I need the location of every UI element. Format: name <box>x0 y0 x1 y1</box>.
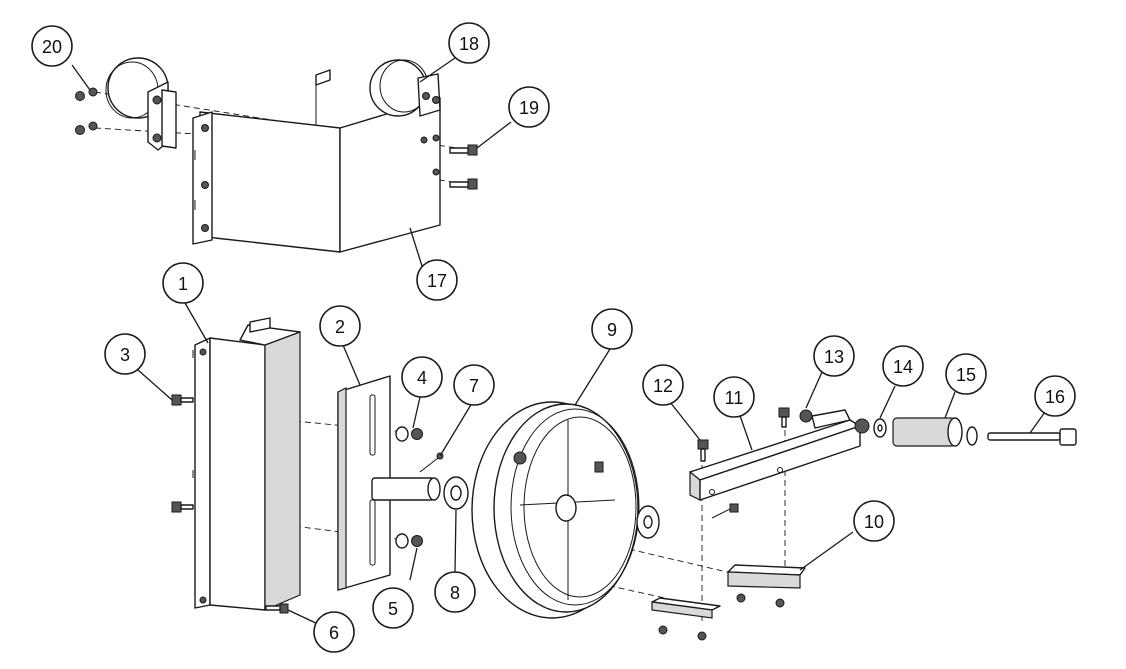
svg-text:16: 16 <box>1045 387 1065 407</box>
svg-text:9: 9 <box>607 320 617 340</box>
svg-text:13: 13 <box>824 347 844 367</box>
svg-text:2: 2 <box>335 317 345 337</box>
washer-8 <box>443 476 469 510</box>
callout-6: 6 <box>313 611 355 653</box>
callout-1: 1 <box>162 262 204 304</box>
svg-text:7: 7 <box>469 376 479 396</box>
svg-text:15: 15 <box>956 365 976 385</box>
svg-text:4: 4 <box>417 368 427 388</box>
pin-7 <box>419 452 444 473</box>
guard-box <box>192 69 441 253</box>
left-pulley-bracket <box>105 57 177 151</box>
callout-11: 11 <box>713 376 755 418</box>
washer-wheel-right <box>636 505 660 539</box>
callout-12: 12 <box>642 364 684 406</box>
right-pulley <box>369 59 441 117</box>
callout-19: 19 <box>508 86 550 128</box>
lower-assembly <box>171 317 1077 641</box>
svg-text:11: 11 <box>725 388 744 408</box>
svg-text:20: 20 <box>42 37 62 57</box>
upper-guard-assembly <box>75 57 478 253</box>
slotted-plate <box>337 375 391 591</box>
svg-text:19: 19 <box>519 98 539 118</box>
washer-nut-4 <box>395 426 423 442</box>
roller-15 <box>892 417 978 447</box>
callout-17: 17 <box>416 259 458 301</box>
svg-text:3: 3 <box>120 345 130 365</box>
bolt-13 <box>778 407 813 428</box>
callout-18: 18 <box>448 22 490 64</box>
callout-20: 20 <box>31 25 73 67</box>
callout-16: 16 <box>1034 375 1076 417</box>
svg-text:10: 10 <box>864 512 884 532</box>
svg-text:17: 17 <box>427 271 447 291</box>
callout-10: 10 <box>853 500 895 542</box>
leader-lines <box>71 57 1046 626</box>
nut-bracket-end <box>854 418 870 434</box>
bolt-16 <box>987 428 1077 446</box>
bolt-6 <box>265 603 289 614</box>
washer-nut-5 <box>395 533 423 549</box>
washer-14 <box>873 418 887 438</box>
callout-5: 5 <box>372 587 414 629</box>
callout-2: 2 <box>319 305 361 347</box>
callout-14: 14 <box>882 345 924 387</box>
callout-8: 8 <box>434 571 476 613</box>
svg-text:1: 1 <box>178 274 188 294</box>
svg-text:5: 5 <box>388 599 398 619</box>
bolt-12 <box>697 439 709 462</box>
callout-15: 15 <box>945 353 987 395</box>
svg-text:6: 6 <box>329 623 339 643</box>
callout-13: 13 <box>813 335 855 377</box>
callout-7: 7 <box>453 364 495 406</box>
callout-3: 3 <box>104 333 146 375</box>
svg-text:14: 14 <box>893 357 913 377</box>
bolt-3 <box>171 394 194 513</box>
nut-set-20 <box>75 87 98 135</box>
screw-below-bracket <box>711 503 739 519</box>
shaft-stub <box>371 477 441 501</box>
bolt-set-19 <box>420 134 478 190</box>
pulley-wheel <box>471 401 640 619</box>
channel-upright <box>192 317 301 611</box>
callout-4: 4 <box>401 356 443 398</box>
mounting-bracket <box>727 564 806 608</box>
small-bracket-left <box>651 597 721 641</box>
callout-9: 9 <box>591 308 633 350</box>
svg-text:12: 12 <box>653 376 673 396</box>
svg-text:8: 8 <box>450 583 460 603</box>
angle-bracket <box>689 409 861 501</box>
svg-text:18: 18 <box>459 34 479 54</box>
